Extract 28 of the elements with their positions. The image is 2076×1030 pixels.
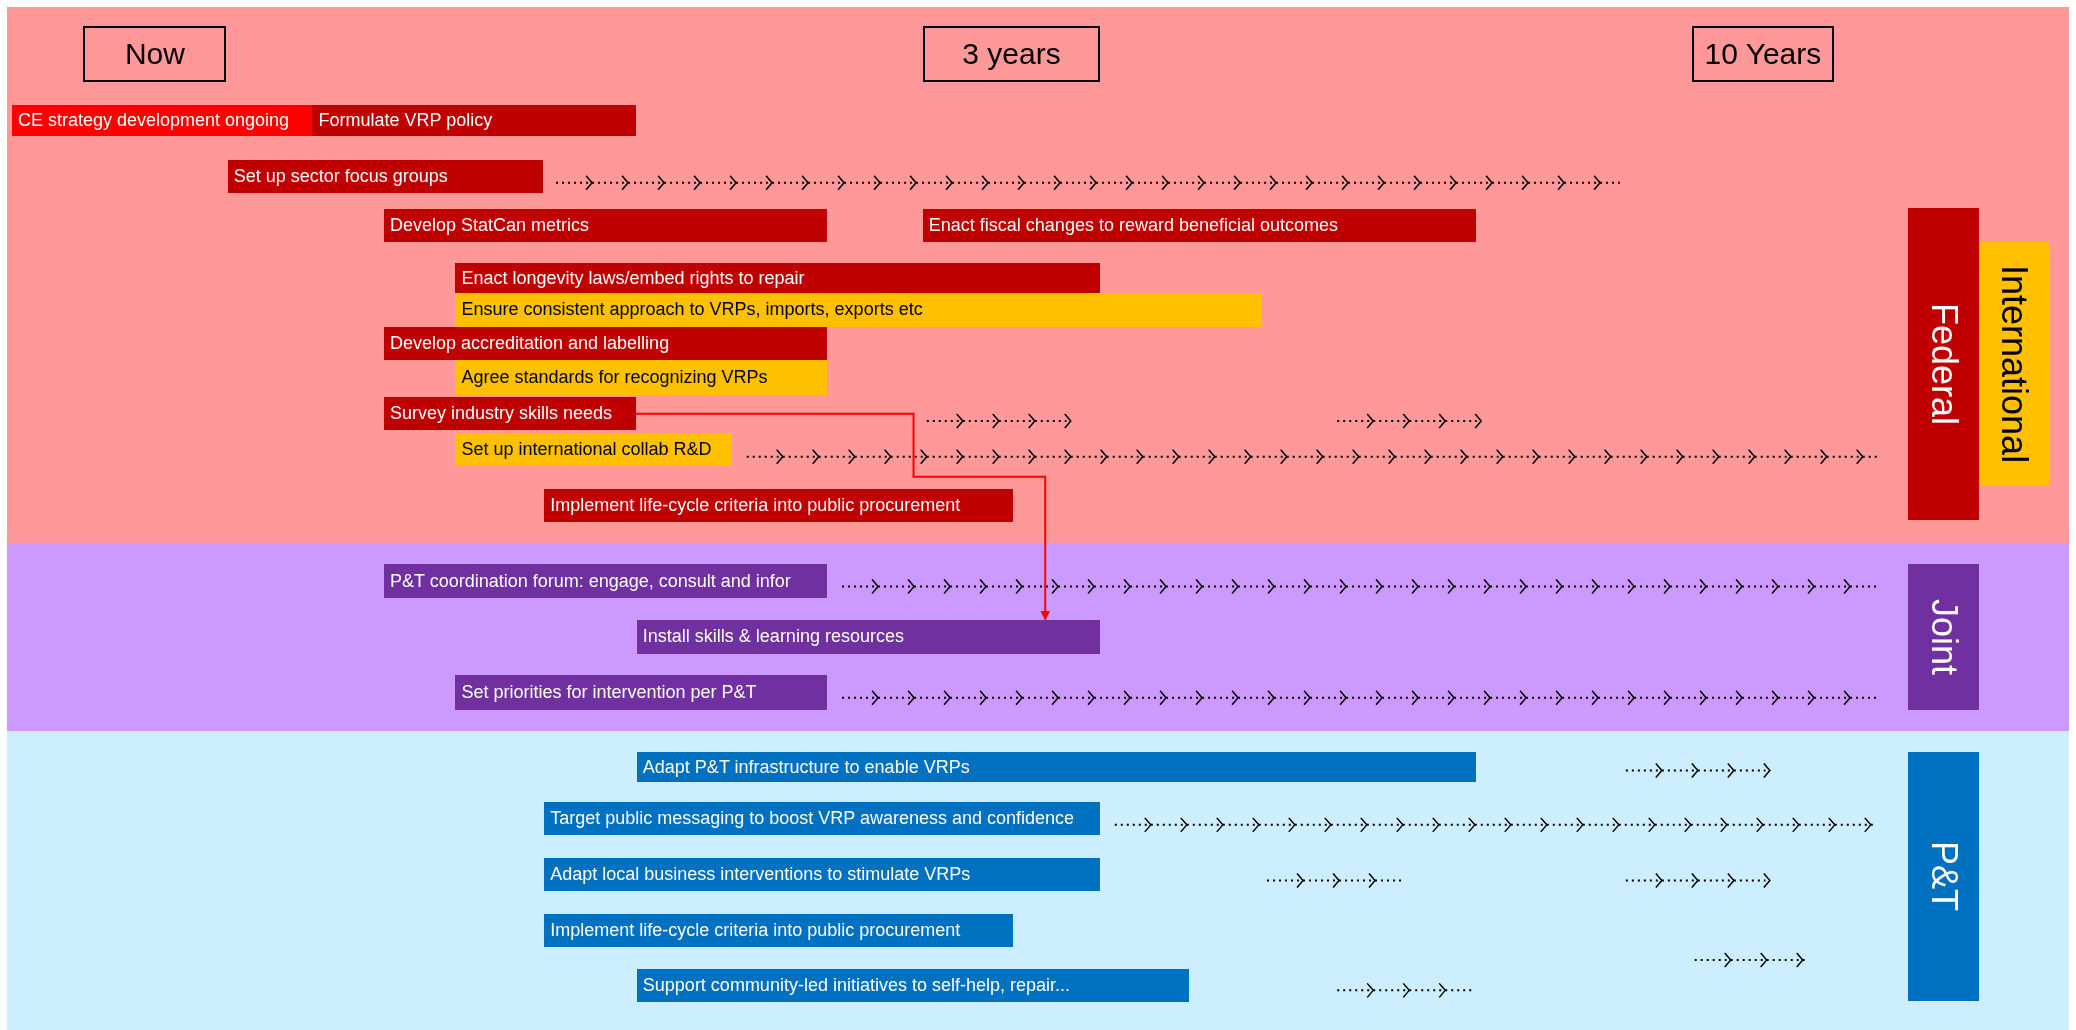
lane-label: Joint xyxy=(1907,564,1980,710)
task-bar: Adapt P&T infrastructure to enable VRPs xyxy=(636,752,1477,783)
task-bar: Implement life-cycle criteria into public procurement xyxy=(544,488,1013,522)
task-bar: Develop accreditation and labelling xyxy=(383,327,828,361)
task-bar: Enact longevity laws/embed rights to repair xyxy=(455,263,1101,293)
task-bar: Ensure consistent approach to VRPs, imports, exports etc xyxy=(455,292,1262,327)
lane-label: P&T xyxy=(1907,752,1980,1001)
timeline-header-box: Now xyxy=(83,26,227,83)
task-bar: Implement life-cycle criteria into public procurement xyxy=(544,913,1013,947)
lane-label: International xyxy=(1979,242,2050,486)
task-bar: Set priorities for intervention per P&T xyxy=(455,675,828,710)
timeline-header-box: 10 Years xyxy=(1692,26,1834,83)
task-bar: Adapt local business interventions to stimulate VRPs xyxy=(544,857,1101,892)
arrow xyxy=(634,412,1051,621)
timeline-header-box: 3 years xyxy=(922,26,1101,83)
task-bar: Develop StatCan metrics xyxy=(383,209,828,243)
lane-label: Federal xyxy=(1907,207,1980,521)
task-bar: Enact fiscal changes to reward beneficial outcomes xyxy=(922,209,1477,243)
task-bar: Set up sector focus groups xyxy=(227,160,543,194)
task-bar: Set up international collab R&D xyxy=(455,432,733,467)
task-bar: CE strategy development ongoing xyxy=(11,104,313,137)
task-bar: Support community-led initiatives to self-help, repair... xyxy=(636,969,1189,1003)
task-bar: Target public messaging to boost VRP awareness and confidence xyxy=(544,802,1101,836)
task-bar: Install skills & learning resources xyxy=(636,619,1101,655)
task-bar: Survey industry skills needs xyxy=(383,397,636,431)
task-bar: Formulate VRP policy xyxy=(312,104,636,137)
task-bar: P&T coordination forum: engage, consult and infor xyxy=(383,564,828,599)
task-bar: Agree standards for recognizing VRPs xyxy=(455,360,828,395)
